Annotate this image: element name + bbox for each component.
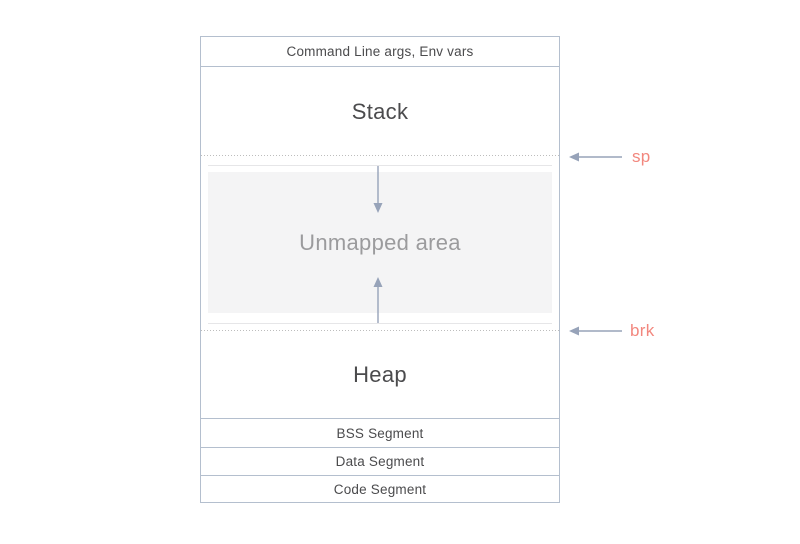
brk-boundary-line	[201, 330, 559, 332]
segment-bss: BSS Segment	[201, 418, 559, 447]
segment-data-label: Data Segment	[335, 454, 425, 469]
brk-pointer-label: brk	[630, 321, 655, 340]
segment-code-label: Code Segment	[333, 481, 427, 497]
segment-unmapped-label: Unmapped area	[299, 229, 461, 255]
segment-data: Data Segment	[201, 447, 559, 475]
segment-cmdline: Command Line args, Env vars	[201, 37, 559, 67]
segment-code: Code Segment	[201, 475, 559, 502]
memory-box: Command Line args, Env vars Stack Unmapp…	[200, 36, 560, 503]
segment-bss-label: BSS Segment	[336, 425, 424, 441]
segment-unmapped: Unmapped area	[208, 172, 552, 313]
sp-pointer-arrow	[569, 152, 622, 162]
segment-stack: Stack	[201, 68, 559, 156]
segment-heap-label: Heap	[353, 361, 407, 387]
sp-boundary-line	[201, 155, 559, 157]
unmapped-bottom-rule	[208, 323, 552, 324]
sp-pointer-label: sp	[632, 147, 651, 166]
segment-stack-label: Stack	[351, 99, 409, 124]
segment-cmdline-label: Command Line args, Env vars	[286, 44, 474, 59]
segment-heap: Heap	[201, 331, 559, 418]
brk-pointer-arrow	[569, 326, 622, 336]
unmapped-top-rule	[208, 165, 552, 166]
